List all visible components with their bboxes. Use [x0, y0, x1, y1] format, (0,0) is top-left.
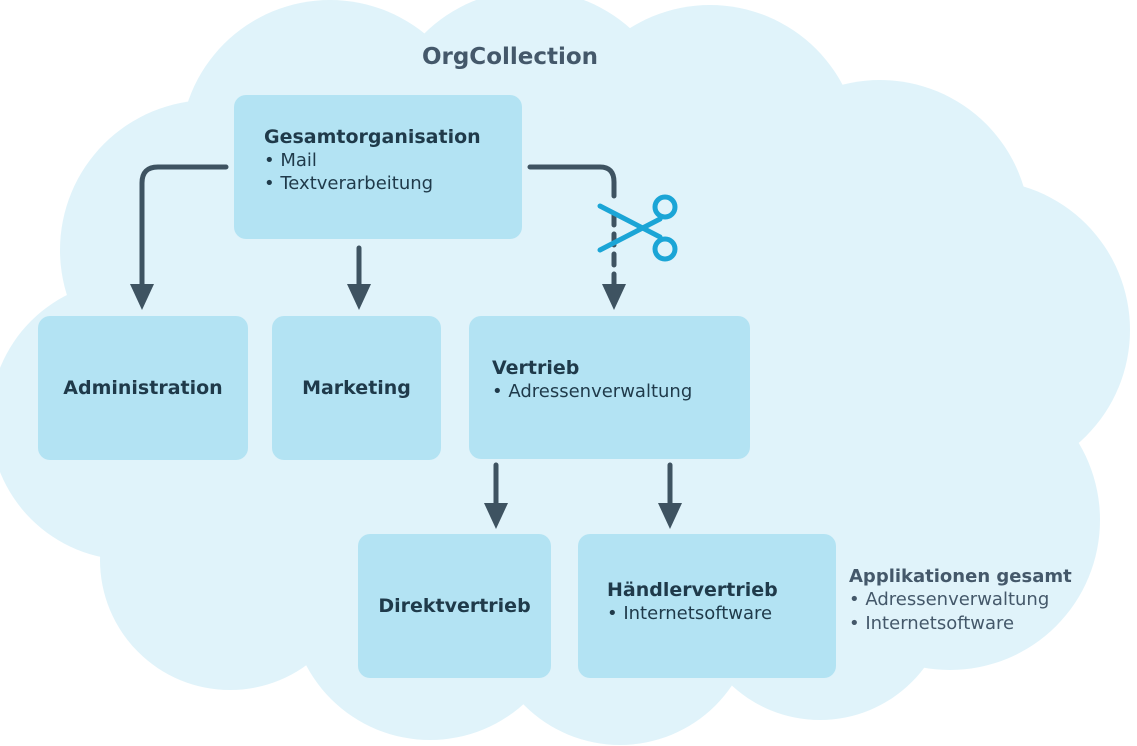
- applications-total-heading: Applikationen gesamt: [849, 566, 1072, 587]
- org-node-gesamtorganisation: Gesamtorganisation Mail Textverarbeitung: [234, 95, 522, 239]
- diagram-title: OrgCollection: [421, 44, 599, 70]
- org-node-marketing: Marketing: [272, 316, 441, 460]
- org-node-name: Händlervertrieb: [607, 579, 778, 601]
- arrowhead-vertrieb: [602, 284, 626, 310]
- applications-total-item: Adressenverwaltung: [849, 588, 1072, 612]
- app-list: Mail Textverarbeitung: [264, 149, 522, 195]
- org-node-direktvertrieb: Direktvertrieb: [358, 534, 551, 678]
- applications-total-legend: Applikationen gesamt Adressenverwaltung …: [849, 565, 1072, 636]
- arrowhead-direktvertrieb: [484, 503, 508, 529]
- org-node-name: Direktvertrieb: [378, 595, 531, 617]
- org-node-name: Administration: [63, 377, 223, 399]
- arrowhead-administration: [130, 284, 154, 310]
- app-item: Textverarbeitung: [264, 172, 522, 195]
- org-node-name: Marketing: [302, 377, 411, 399]
- connector-root-to-administration: [139, 164, 229, 289]
- app-item: Mail: [264, 149, 522, 172]
- applications-total-list: Adressenverwaltung Internetsoftware: [849, 588, 1072, 636]
- org-node-administration: Administration: [38, 316, 248, 460]
- app-item: Internetsoftware: [607, 602, 836, 625]
- org-node-vertrieb: Vertrieb Adressenverwaltung: [469, 316, 750, 459]
- arrowhead-haendlervertrieb: [658, 503, 682, 529]
- scissors-icon: [597, 194, 678, 262]
- app-item: Adressenverwaltung: [492, 380, 750, 403]
- app-list: Internetsoftware: [607, 602, 836, 625]
- org-node-name: Vertrieb: [492, 357, 580, 379]
- org-node-name: Gesamtorganisation: [264, 126, 481, 148]
- org-node-haendlervertrieb: Händlervertrieb Internetsoftware: [578, 534, 836, 678]
- app-list: Adressenverwaltung: [492, 380, 750, 403]
- arrowhead-marketing: [347, 284, 371, 310]
- connector-root-to-vertrieb-top: [527, 164, 617, 199]
- applications-total-item: Internetsoftware: [849, 612, 1072, 636]
